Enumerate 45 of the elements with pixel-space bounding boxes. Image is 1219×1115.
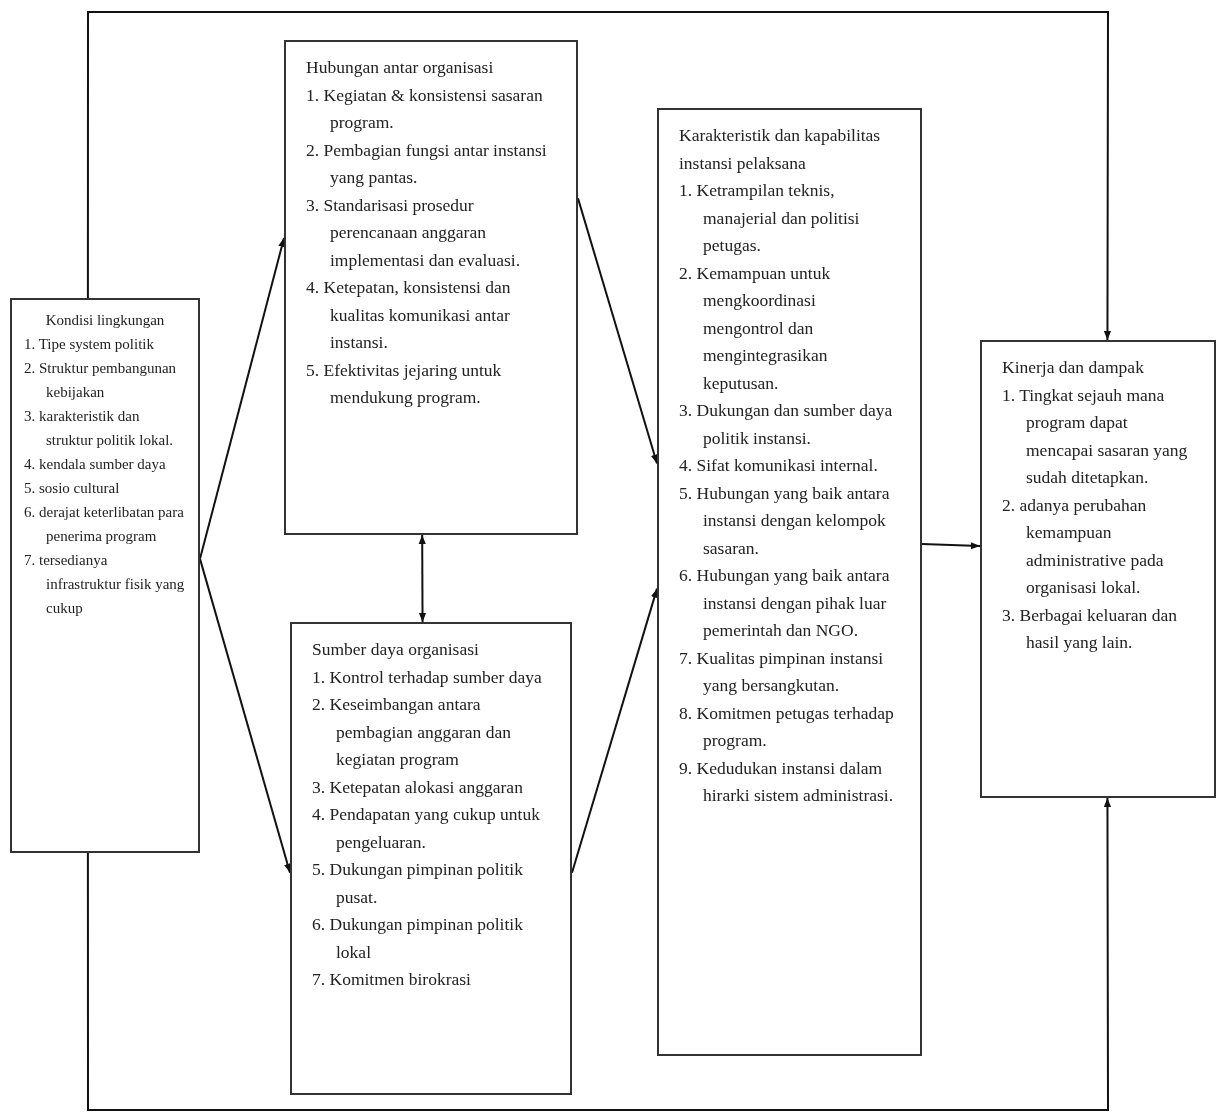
box-heading: Kondisi lingkungan <box>44 311 166 330</box>
arrow <box>86 797 1112 1111</box>
list-item: 7. Komitmen birokrasi <box>312 968 472 991</box>
list-item: 3. Standarisasi prosedur perencanaan anggaran implementasi dan evaluasi. <box>306 193 521 272</box>
box-heading: Hubungan antar organisasi <box>306 56 495 79</box>
list-item: 3. Berbagai keluaran dan hasil yang lain. <box>1002 603 1178 654</box>
list-item: 1. Kegiatan & konsistensi sasaran program. <box>306 83 544 134</box>
list-item: 6. derajat keterlibatan para penerima program <box>24 503 185 546</box>
list-item: 7. tersedianya infrastruktur fisik yang cukup <box>24 551 186 618</box>
factor-box <box>657 108 922 1056</box>
box-heading: Karakteristik dan kapabilitas instansi pelaksana <box>679 124 882 175</box>
list-item: 1. Tipe system politik <box>24 335 156 354</box>
list-item: 4. Pendapatan yang cukup untuk pengeluaran. <box>312 803 541 854</box>
list-item: 3. karakteristik dan struktur politik lokal. <box>24 407 175 450</box>
list-item: 7. Kualitas pimpinan instansi yang bersangkutan. <box>679 646 885 697</box>
factor-box <box>290 622 572 1095</box>
arrow <box>418 534 427 623</box>
factor-box <box>10 298 200 853</box>
list-item: 3. Ketepatan alokasi anggaran <box>312 775 524 799</box>
list-item: 4. kendala sumber daya <box>24 455 167 474</box>
list-item: 2. Kemampuan untuk mengkoordinasi mengontrol dan mengintegrasikan keputusan. <box>679 261 832 395</box>
list-item: 4. Sifat komunikasi internal. <box>679 454 879 477</box>
list-item: 1. Tingkat sejauh mana program dapat mencapai sasaran yang sudah ditetapkan. <box>1002 383 1189 489</box>
list-item: 4. Ketepatan, konsistensi dan kualitas komunikasi antar instansi. <box>306 276 512 354</box>
list-item: 5. Hubungan yang baik antara instansi dengan kelompok sasaran. <box>679 481 891 560</box>
list-item: 2. adanya perubahan kemampuan administrative pada organisasi lokal. <box>1002 493 1165 599</box>
factor-box <box>980 340 1216 798</box>
box-heading: Sumber daya organisasi <box>312 638 480 661</box>
factor-box <box>284 40 578 535</box>
list-item: 1. Ketrampilan teknis, manajerial dan politisi petugas. <box>679 179 861 257</box>
list-item: 1. Kontrol terhadap sumber daya <box>312 665 543 689</box>
list-item: 5. Dukungan pimpinan politik pusat. <box>312 858 524 909</box>
list-item: 6. Dukungan pimpinan politik lokal <box>312 913 524 964</box>
list-item: 3. Dukungan dan sumber daya politik instansi. <box>679 399 894 450</box>
list-item: 9. Kedudukan instansi dalam hirarki sistem administrasi. <box>679 756 895 807</box>
arrow <box>86 11 1112 341</box>
list-item: 5. sosio cultural <box>24 479 121 498</box>
list-item: 6. Hubungan yang baik antara instansi dengan pihak luar pemerintah dan NGO. <box>679 564 891 642</box>
list-item: 2. Struktur pembangunan kebijakan <box>24 359 178 402</box>
list-item: 2. Pembagian fungsi antar instansi yang pantas. <box>306 138 548 189</box>
arrow <box>921 542 981 550</box>
box-heading: Kinerja dan dampak <box>1002 356 1145 379</box>
list-item: 2. Keseimbangan antara pembagian anggaran dan kegiatan program <box>312 693 512 771</box>
list-item: 8. Komitmen petugas terhadap program. <box>679 701 895 752</box>
list-item: 5. Efektivitas jejaring untuk mendukung program. <box>306 358 503 409</box>
